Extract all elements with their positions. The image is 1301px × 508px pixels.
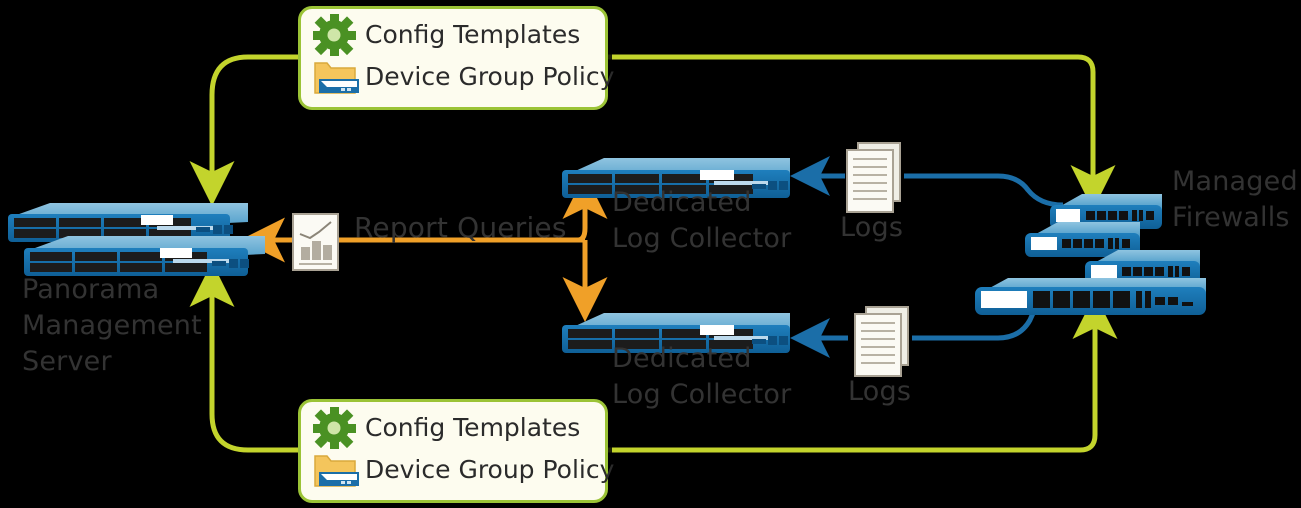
config-box-bottom-row-2-label: Device Group Policy: [365, 455, 615, 484]
panorama-label-line3: Server: [22, 346, 112, 377]
config-box-bottom-row-1-label: Config Templates: [365, 413, 581, 442]
folder-device-icon: [314, 62, 359, 94]
managed-firewalls-label-line2: Firewalls: [1172, 202, 1290, 233]
logs-bottom-icon: [854, 306, 909, 377]
log-flow-top: [790, 156, 1064, 208]
panorama-management-server: [8, 203, 265, 276]
panorama-label-line1: Panorama: [22, 274, 160, 305]
folder-device-icon: [314, 455, 359, 487]
log-collector-top-label-line1: Dedicated: [612, 187, 752, 218]
dedicated-log-collector-bottom-device: [562, 313, 790, 353]
report-queries-label: Report Queries: [354, 211, 567, 244]
config-flow-bottom-left: [189, 261, 300, 453]
config-box-top-icons: [313, 14, 359, 94]
log-collector-bottom-label-line1: Dedicated: [612, 343, 752, 374]
gear-icon: [313, 14, 356, 56]
config-box-bottom[interactable]: Config Templates Device Group Policy: [298, 399, 614, 503]
report-chart-icon: [292, 213, 339, 271]
logs-top-label: Logs: [840, 212, 904, 243]
config-flow-top-right: [602, 54, 1116, 211]
panorama-device-lower: [24, 236, 265, 276]
gear-icon: [313, 407, 356, 449]
config-flow-bottom-right: [602, 293, 1118, 453]
config-box-top-row-1-label: Config Templates: [365, 20, 581, 49]
panorama-label-line2: Management: [22, 310, 202, 341]
config-box-bottom-icons: [313, 407, 359, 487]
config-box-top[interactable]: Config Templates Device Group Policy: [298, 6, 614, 110]
log-collector-bottom-label-line2: Log Collector: [612, 379, 792, 410]
logs-top-icon: [846, 142, 901, 213]
firewall-device-4: [975, 278, 1206, 315]
config-flow-top-left: [189, 54, 300, 207]
managed-firewalls-label-line1: Managed: [1172, 166, 1298, 197]
config-box-top-row-2-label: Device Group Policy: [365, 62, 615, 91]
firewall-device-2: [1025, 222, 1140, 257]
managed-firewalls-group: [975, 194, 1206, 315]
dedicated-log-collector-top-device: [562, 158, 790, 198]
log-collector-top-label-line2: Log Collector: [612, 223, 792, 254]
panorama-device-upper: [8, 203, 248, 242]
logs-bottom-label: Logs: [848, 376, 912, 407]
